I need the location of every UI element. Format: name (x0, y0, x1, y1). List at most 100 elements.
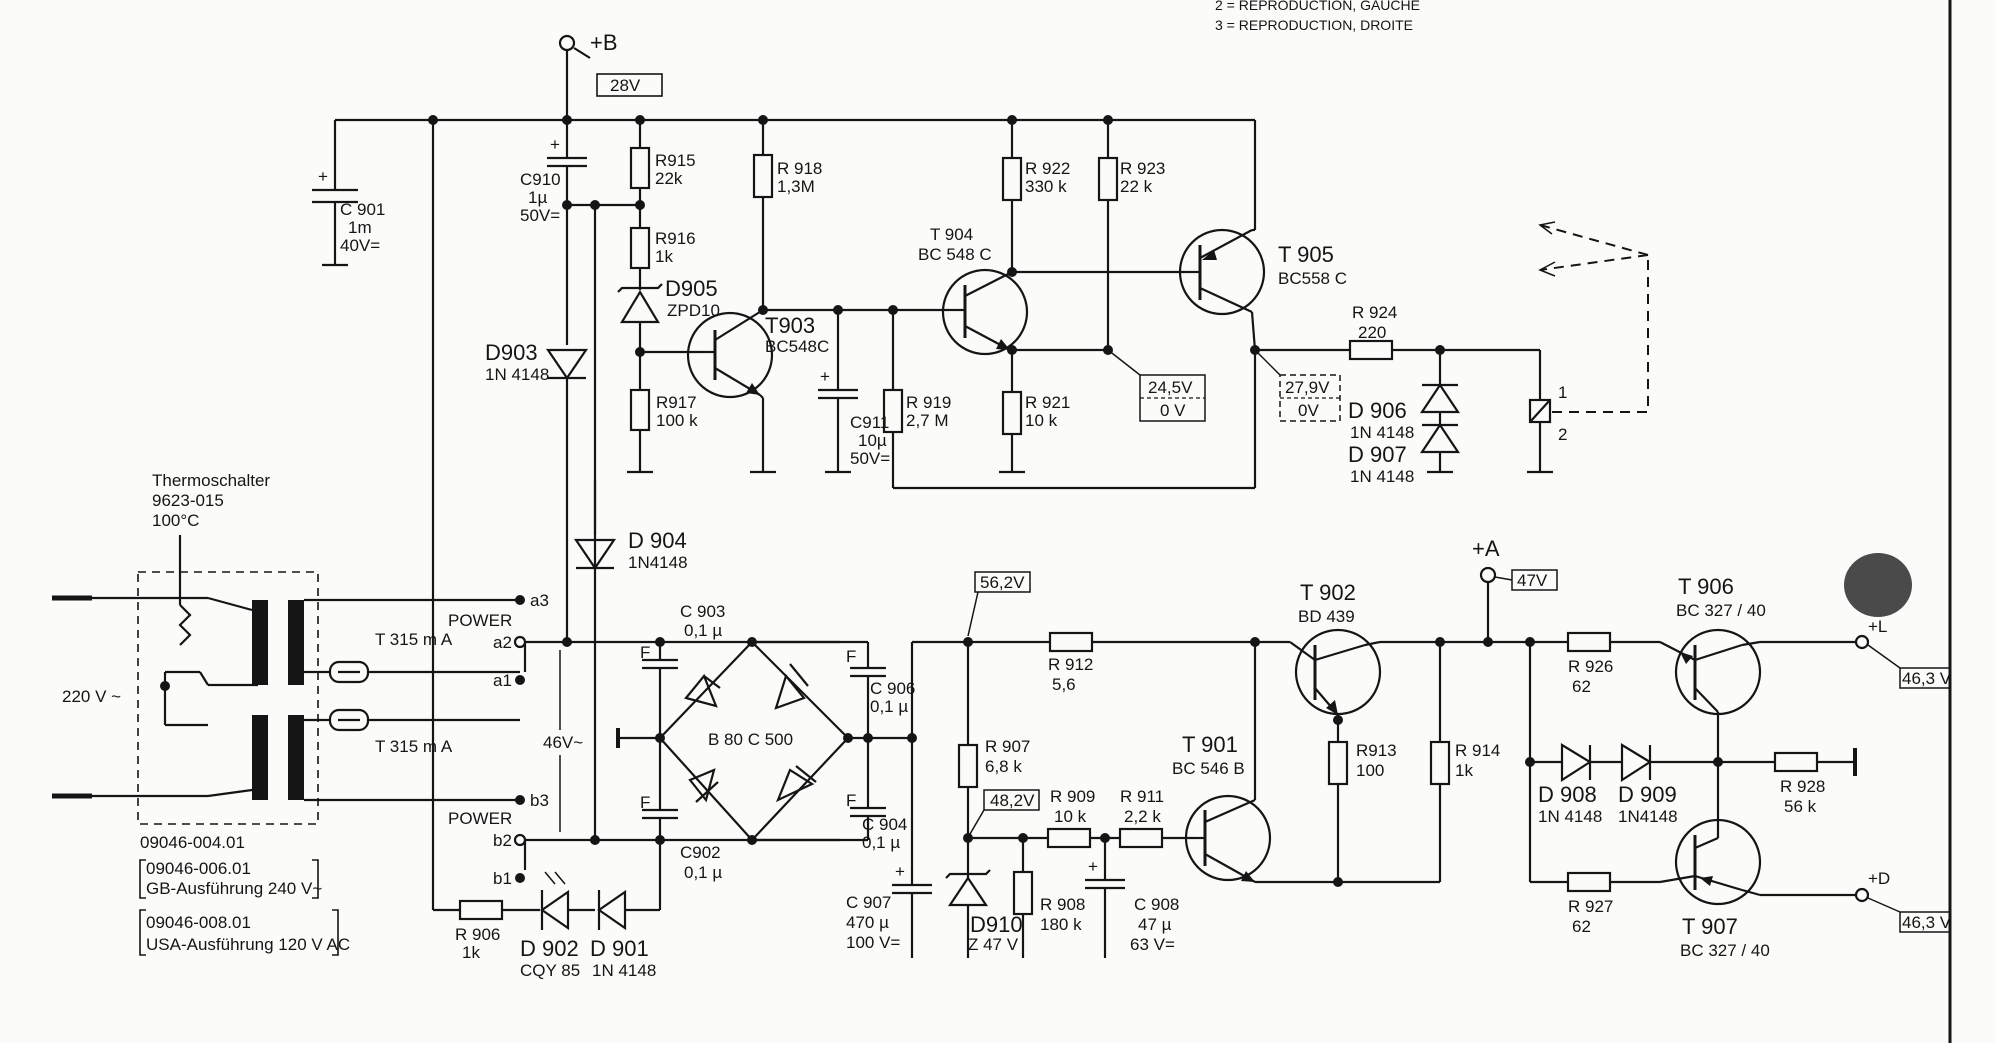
r927-resistor (1566, 871, 1612, 893)
r915-resistor (629, 146, 651, 190)
terminal-b3 (515, 795, 525, 805)
voltage-box-46v-l (1899, 667, 1951, 689)
f-label-2: F (640, 793, 650, 812)
t903-transistor (686, 311, 774, 399)
r924-value: 220 (1358, 323, 1386, 342)
r923-resistor (1097, 156, 1119, 202)
voltage-46v-ac: 46V~ (543, 733, 583, 752)
r923-value: 22 k (1120, 177, 1153, 196)
r921-resistor (1001, 390, 1023, 436)
pointer-line (1107, 349, 1141, 376)
r906-value: 1k (462, 943, 480, 962)
t901-name: T 901 (1182, 732, 1238, 757)
d909-name: D 909 (1618, 782, 1677, 807)
t907-emitter-lead (1659, 874, 1696, 884)
wire (207, 596, 253, 612)
c904-value: 0,1 µ (862, 833, 900, 852)
t902-name: T 902 (1300, 580, 1356, 605)
voltage-48-2v: 48,2V (990, 791, 1035, 810)
t904-arrow (996, 339, 1010, 350)
t905-transistor (1178, 228, 1266, 316)
r908-value: 180 k (1040, 915, 1082, 934)
t906-name: T 906 (1678, 574, 1734, 599)
t902-collector-lead (1289, 641, 1316, 661)
t904-transistor (941, 268, 1029, 356)
t905-collector (1199, 287, 1253, 313)
voltage-46-3v-l: 46,3 V (1902, 669, 1952, 688)
terminal-plus-d (1854, 887, 1870, 903)
t905-name: T 905 (1278, 242, 1334, 267)
r916-value: 1k (655, 247, 673, 266)
voltage-0v-a: 0 V (1160, 401, 1186, 420)
r913-name: R913 (1356, 741, 1397, 760)
r923-name: R 923 (1120, 159, 1165, 178)
t905-arrow (1202, 250, 1217, 260)
t903-arrow (746, 383, 760, 395)
d910-type: Z 47 V (968, 935, 1019, 954)
t906-type: BC 327 / 40 (1676, 601, 1766, 620)
label-a1: a1 (493, 671, 512, 690)
pointer-line (573, 47, 591, 59)
d910-name: D910 (970, 912, 1023, 937)
c907-plus: + (895, 862, 905, 881)
variant-2b: GB-Ausführung 240 V~ (146, 879, 322, 898)
r907-resistor (957, 743, 979, 789)
r914-resistor (1429, 740, 1451, 786)
terminal-plus-l (1854, 634, 1870, 650)
r927-name: R 927 (1568, 897, 1613, 916)
d910-bar (945, 869, 991, 879)
r918-name: R 918 (777, 159, 822, 178)
c903-value: 0,1 µ (684, 621, 722, 640)
t905-emitter (1199, 229, 1253, 259)
t904-collector (964, 271, 1013, 297)
r917-resistor (629, 388, 651, 432)
relay-contacts (1539, 224, 1649, 271)
d903-name: D903 (485, 340, 538, 365)
wire (1741, 640, 1761, 647)
r926-name: R 926 (1568, 657, 1613, 676)
d901-type: 1N 4148 (592, 961, 656, 980)
bracket (332, 909, 339, 956)
d909-type: 1N4148 (1618, 807, 1678, 826)
c910-rating: 50V= (520, 206, 560, 225)
thermo-label: Thermoschalter (152, 471, 270, 490)
d901-diode (597, 889, 627, 931)
r922-resistor (1001, 156, 1023, 202)
label-b3: b3 (530, 791, 549, 810)
thermo-part: 9623-015 (152, 491, 224, 510)
c908-rating: 63 V= (1130, 935, 1175, 954)
pointer-line (1494, 576, 1513, 581)
r908-name: R 908 (1040, 895, 1085, 914)
r908-resistor (1012, 870, 1034, 916)
r918-value: 1,3M (777, 177, 815, 196)
secondary-winding-1 (288, 600, 304, 685)
r911-name: R 911 (1120, 787, 1164, 806)
pointer-line (1254, 349, 1281, 376)
r909-name: R 909 (1050, 787, 1095, 806)
r914-value: 1k (1455, 761, 1473, 780)
junction-dot (1333, 715, 1343, 725)
terminal-a2 (513, 635, 527, 649)
transformer-enclosure (137, 571, 319, 825)
c907-name: C 907 (846, 893, 891, 912)
d904-diode (573, 538, 617, 570)
thermo-temp: 100°C (152, 511, 199, 530)
d906-name: D 906 (1348, 398, 1407, 423)
r922-value: 330 k (1025, 177, 1067, 196)
t903-type: BC548C (765, 337, 829, 356)
t906-emitter (1694, 643, 1743, 662)
r916-name: R916 (655, 229, 696, 248)
f-label-4: F (846, 791, 856, 810)
d907-diode (1419, 423, 1461, 454)
r927-value: 62 (1572, 917, 1591, 936)
t906-collector (1694, 687, 1719, 713)
d907-type: 1N 4148 (1350, 467, 1414, 486)
c907-rating: 100 V= (846, 933, 900, 952)
d903-diode (545, 348, 589, 380)
c903-name: C 903 (680, 602, 725, 621)
d903-type: 1N 4148 (485, 365, 549, 384)
r906-resistor (458, 899, 504, 921)
c901-name: C 901 (340, 200, 385, 219)
label-plus-b: +B (590, 30, 618, 55)
